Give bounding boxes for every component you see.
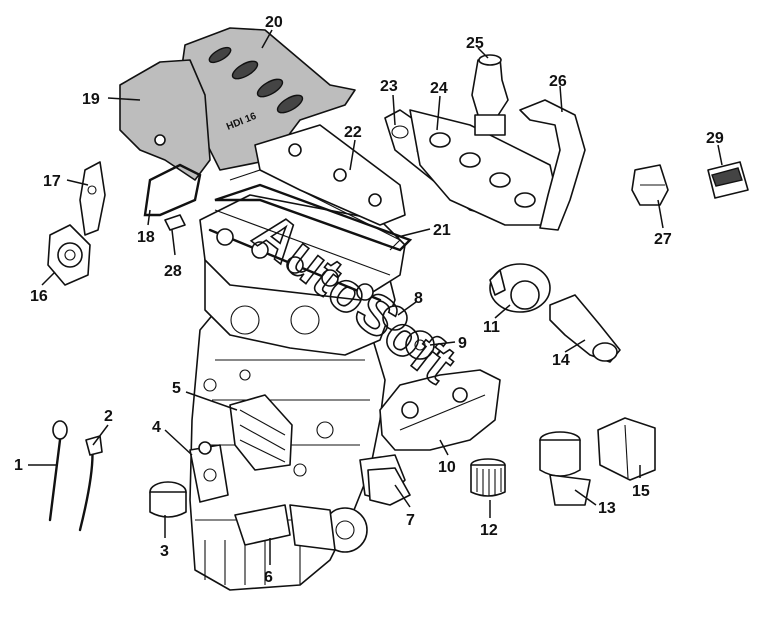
svg-text:12: 12	[480, 522, 498, 539]
valve-cover-gasket	[214, 183, 413, 252]
callout-17: 17	[43, 173, 89, 190]
svg-text:3: 3	[160, 543, 169, 560]
callout-20: 20	[261, 14, 283, 49]
callout-27: 27	[654, 199, 672, 248]
svg-text:29: 29	[706, 130, 724, 147]
svg-text:14: 14	[552, 352, 570, 369]
callout-8: 8	[397, 290, 423, 316]
callout-11: 11	[483, 304, 511, 336]
svg-text:8: 8	[414, 290, 423, 307]
timing-belt-seal	[143, 163, 202, 217]
callout-29: 29	[706, 130, 724, 166]
oil-cooler	[189, 441, 229, 503]
valve-cover	[214, 124, 413, 252]
svg-text:27: 27	[654, 231, 672, 248]
callout-19: 19	[82, 91, 141, 108]
dipstick	[48, 420, 68, 522]
water-housing	[379, 369, 501, 451]
svg-text:16: 16	[30, 288, 48, 305]
svg-text:26: 26	[549, 73, 567, 90]
dipstick-tube	[78, 435, 103, 532]
svg-text:9: 9	[458, 335, 467, 352]
engine-cover: HDI 16	[179, 27, 356, 171]
oil-filter	[470, 458, 506, 497]
svg-text:5: 5	[172, 380, 181, 397]
callout-23: 23	[380, 78, 398, 126]
callout-4: 4	[152, 419, 193, 456]
svg-text:7: 7	[406, 512, 415, 529]
svg-text:20: 20	[265, 14, 283, 31]
callout-1: 1	[14, 457, 58, 474]
svg-text:24: 24	[430, 80, 448, 97]
callout-16: 16	[30, 271, 56, 305]
callout-18: 18	[137, 209, 155, 246]
egr-hose	[519, 99, 586, 231]
svg-text:23: 23	[380, 78, 398, 95]
sensor-29	[707, 161, 749, 199]
svg-text:4: 4	[152, 419, 161, 436]
callout-24: 24	[430, 80, 448, 131]
vacuum-pump	[489, 263, 551, 313]
tensioner-pulley	[382, 305, 435, 360]
callout-15: 15	[632, 465, 650, 500]
callout-21: 21	[397, 222, 451, 239]
fuel-pump	[539, 431, 591, 506]
heat-shield	[229, 394, 293, 471]
svg-text:18: 18	[137, 229, 155, 246]
small-bracket	[164, 214, 186, 231]
callout-28: 28	[164, 229, 182, 280]
bracket-15	[597, 417, 656, 481]
svg-text:15: 15	[632, 483, 650, 500]
callout-2: 2	[92, 408, 113, 446]
callout-13: 13	[574, 489, 616, 517]
callout-10: 10	[438, 439, 456, 476]
callout-26: 26	[549, 73, 567, 113]
callout-3: 3	[160, 515, 169, 560]
svg-text:25: 25	[466, 35, 484, 52]
svg-text:13: 13	[598, 500, 616, 517]
svg-text:1: 1	[14, 457, 23, 474]
bracket-17	[79, 161, 106, 236]
egr-valve	[471, 54, 509, 136]
callout-5: 5	[172, 380, 238, 411]
svg-text:2: 2	[104, 408, 113, 425]
engine-mount	[47, 224, 91, 286]
front-cover	[119, 59, 211, 181]
callout-22: 22	[344, 124, 362, 171]
water-outlet	[549, 294, 621, 363]
svg-text:28: 28	[164, 263, 182, 280]
svg-text:10: 10	[438, 459, 456, 476]
svg-text:21: 21	[433, 222, 451, 239]
svg-text:6: 6	[264, 569, 273, 586]
svg-text:11: 11	[483, 319, 500, 336]
callout-9: 9	[429, 335, 467, 352]
svg-text:17: 17	[43, 173, 61, 190]
sump-bracket	[234, 504, 291, 546]
svg-text:19: 19	[82, 91, 100, 108]
callout-6: 6	[264, 538, 273, 586]
intake-manifold	[409, 109, 561, 226]
callout-12: 12	[480, 500, 498, 539]
callout-7: 7	[394, 484, 415, 529]
callout-14: 14	[552, 339, 586, 369]
filter-housing	[149, 481, 187, 518]
svg-text:22: 22	[344, 124, 362, 141]
sensor-27	[631, 164, 669, 206]
cylinder-head	[199, 194, 406, 302]
callouts: 1 2 3 4 5 6 7 8	[14, 14, 724, 586]
callout-25: 25	[466, 35, 489, 59]
cover-plate	[367, 467, 411, 506]
